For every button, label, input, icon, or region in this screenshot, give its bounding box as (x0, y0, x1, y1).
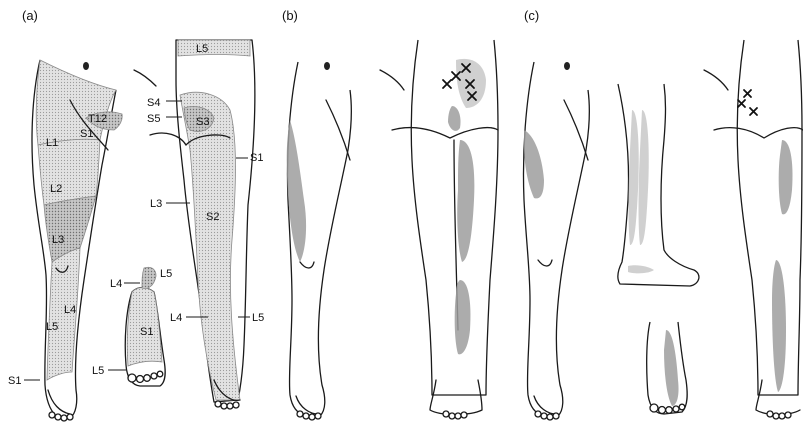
dermatome-label-s1-back: S1 (250, 152, 263, 164)
dermatome-label-l5-foot-lower: L5 (92, 365, 104, 377)
dermatome-l2-front (38, 139, 100, 205)
dermatome-l5-back-top (178, 40, 250, 56)
toes-back-a (215, 401, 239, 409)
panel-label-a: (a) (22, 8, 38, 23)
dermatome-s2-back (180, 92, 240, 400)
dermatome-label-s2: S2 (206, 211, 219, 223)
dermatome-label-l5-back: L5 (196, 43, 208, 55)
panel-c-front-leg (523, 62, 589, 420)
dermatome-label-l3-back: L3 (150, 198, 162, 210)
dermatome-label-l5-foot: L5 (160, 268, 172, 280)
panel-b-back-legs (380, 40, 498, 419)
panel-label-c: (c) (524, 8, 539, 23)
dermatome-label-l4-back: L4 (170, 312, 182, 324)
panel-c-back-legs (704, 40, 803, 419)
dermatome-label-l4: L4 (64, 304, 76, 316)
dermatome-label-s1-lower: S1 (8, 375, 21, 387)
dermatome-label-l5: L5 (46, 321, 58, 333)
navel-icon (83, 62, 89, 70)
dermatome-label-s5: S5 (147, 113, 160, 125)
panel-c-foot-sole (647, 322, 688, 414)
dermatome-label-l4-foot: L4 (110, 278, 122, 290)
navel-icon (564, 62, 570, 70)
dermatome-label-l3: L3 (52, 234, 64, 246)
dermatome-label-s4: S4 (147, 97, 160, 109)
dermatome-label-s1-foot: S1 (140, 326, 153, 338)
panel-a-front-leg: T12 S1 L1 L2 L3 L4 L5 S1 (8, 60, 122, 421)
dermatome-l5-foot (142, 267, 156, 288)
dermatome-label-l2: L2 (50, 183, 62, 195)
navel-icon (324, 62, 330, 70)
toes-c-back (767, 411, 791, 419)
panel-a-foot-sole: L4 L5 S1 L5 (92, 267, 172, 386)
panel-label-b: (b) (282, 8, 298, 23)
dermatome-label-l5-back-lower: L5 (252, 312, 264, 324)
toes-b-back (443, 411, 467, 419)
panel-b-front-leg (287, 62, 352, 420)
dermatome-label-s3: S3 (196, 116, 209, 128)
dermatome-label-l1: L1 (46, 137, 58, 149)
panel-c-lower-leg-side (618, 84, 699, 286)
dermatome-label-t12: T12 (88, 113, 107, 125)
dermatome-label-s1-upper: S1 (80, 128, 93, 140)
